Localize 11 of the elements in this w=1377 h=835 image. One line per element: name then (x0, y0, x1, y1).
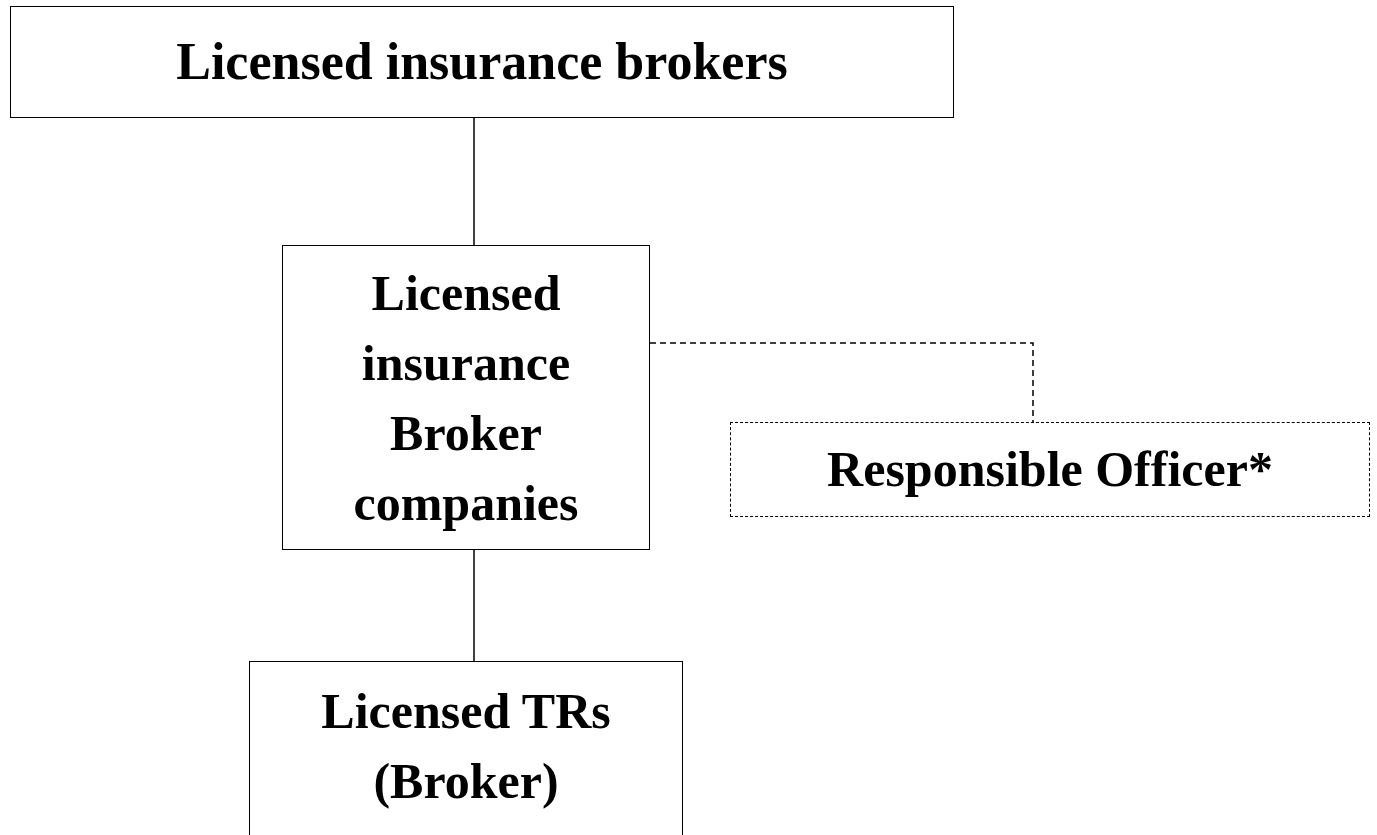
connector-line (473, 549, 475, 662)
connector-line (649, 342, 1034, 423)
org-box (249, 661, 683, 835)
box-label: Licensed TRs (Broker) (320, 682, 612, 811)
box-label: Licensed insurance Broker companies (352, 263, 580, 533)
org-box (282, 245, 650, 550)
box-label: Licensed insurance brokers (176, 33, 788, 91)
org-box (10, 6, 954, 118)
box-label: Responsible Officer* (827, 442, 1273, 497)
connector-line (473, 117, 475, 246)
dashed-box (730, 422, 1370, 517)
